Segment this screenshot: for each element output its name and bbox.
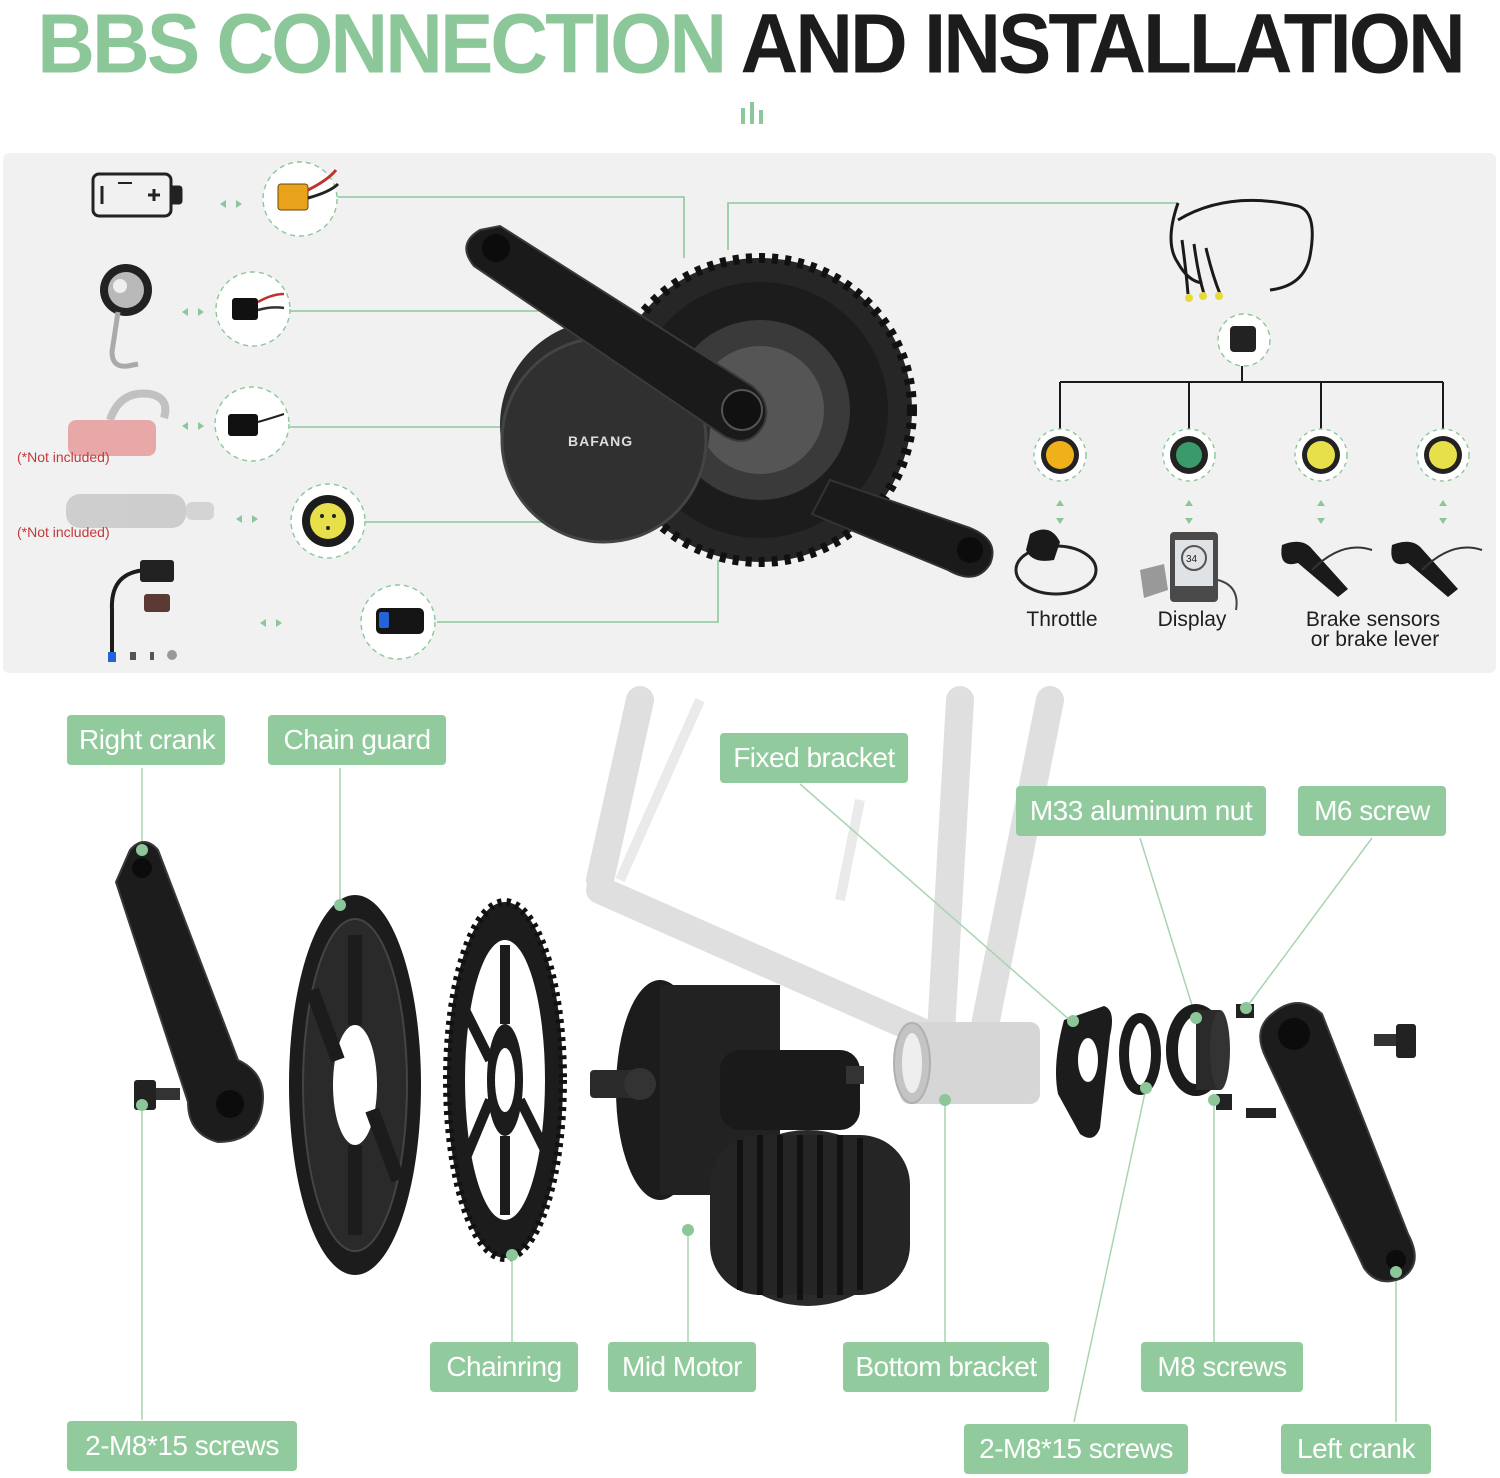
gear-sensor-icon: [66, 494, 214, 528]
label-fixed-bracket: Fixed bracket: [720, 733, 908, 783]
brake-plug-icon-2: [1424, 436, 1462, 474]
wire-harness-icon: [1169, 198, 1314, 295]
chain-guard-part: [289, 895, 421, 1275]
title-part-green: BBS CONNECTION: [37, 0, 727, 91]
label-m6-screw: M6 screw: [1298, 786, 1446, 836]
mid-motor-part: [590, 980, 910, 1306]
label-chainring: Chainring: [430, 1342, 578, 1392]
right-crank-part: [114, 841, 264, 1144]
page-title: BBS CONNECTION AND INSTALLATION: [0, 0, 1500, 94]
left-crank-part: [1259, 1002, 1416, 1283]
brake-label-line2: or brake lever: [1310, 628, 1440, 651]
bottom-bracket-shell: [893, 1022, 1040, 1104]
label-screws-left: 2-M8*15 screws: [67, 1421, 297, 1471]
brake-label-line1: Brake sensors: [1305, 608, 1441, 631]
headlight-plug-icon: [232, 292, 285, 320]
xt60-connector-icon: [277, 169, 340, 211]
battery-icon: [91, 172, 183, 218]
label-bottom-bracket: Bottom bracket: [843, 1342, 1049, 1392]
brake-lever-icon: [1281, 541, 1373, 597]
headlight-icon: [100, 264, 152, 369]
label-m33-nut: M33 aluminum nut: [1016, 786, 1266, 836]
label-right-crank: Right crank: [67, 715, 225, 765]
taillight-plug-icon: [228, 413, 285, 436]
throttle-plug-icon: [1041, 436, 1079, 474]
speed-plug-icon: [376, 608, 424, 634]
label-chain-guard: Chain guard: [268, 715, 446, 765]
throttle-label: Throttle: [1026, 608, 1098, 631]
taillight-note: (*Not included): [17, 449, 110, 465]
chainring-part: [443, 898, 567, 1262]
speed-sensor-icon: [108, 560, 177, 662]
label-m8-screws: M8 screws: [1141, 1342, 1303, 1392]
motor-brand: BAFANG: [568, 433, 633, 449]
connection-diagram: BAFANG: [66, 161, 1483, 662]
crank-bolt-right: [1374, 1024, 1416, 1058]
bike-frame: [586, 686, 1064, 1064]
display-value: 34: [1186, 554, 1198, 565]
label-mid-motor: Mid Motor: [608, 1342, 756, 1392]
title-part-dark: AND INSTALLATION: [740, 0, 1465, 91]
label-screws-right: 2-M8*15 screws: [964, 1424, 1188, 1474]
display-plug-icon: [1170, 436, 1208, 474]
hub-connector-icon: [1230, 326, 1256, 352]
display-icon: 34: [1140, 532, 1238, 611]
bbs-motor-assembly: BAFANG: [465, 224, 994, 578]
divider-mark-icon: [741, 102, 763, 124]
sensor-plug-icon: [302, 495, 354, 547]
gear-sensor-note: (*Not included): [17, 524, 110, 540]
m33-nut-part: [1119, 1013, 1161, 1095]
brake-plug-icon: [1302, 436, 1340, 474]
display-label: Display: [1157, 608, 1227, 631]
throttle-icon: [1014, 529, 1098, 596]
bearing-ring-part: [1166, 1004, 1230, 1096]
fixed-bracket-part: [1056, 1006, 1112, 1138]
brake-lever-icon-2: [1391, 541, 1483, 597]
label-left-crank: Left crank: [1281, 1424, 1431, 1474]
taillight-icon: [68, 389, 170, 456]
